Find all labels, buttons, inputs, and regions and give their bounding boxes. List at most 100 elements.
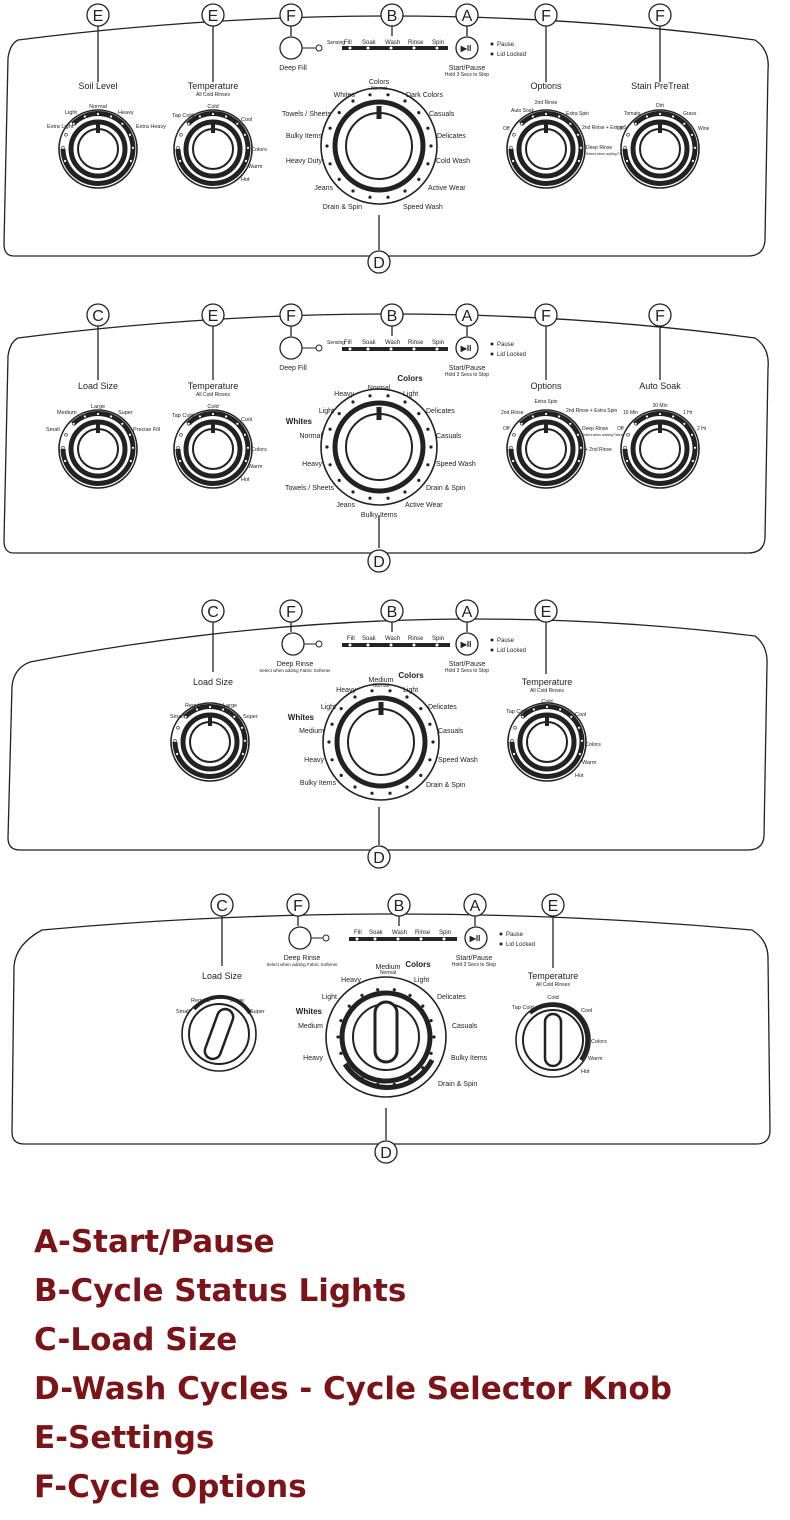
svg-text:Tomato: Tomato: [624, 111, 641, 117]
deep-fill-label: Deep Fill: [279, 65, 307, 72]
options-knob-2[interactable]: [507, 410, 585, 488]
panel-3: C F B A E D Deep Rinse Select when addin…: [7, 599, 768, 869]
knob-tick: [658, 112, 662, 116]
callout-a-start-4: A: [463, 893, 487, 917]
knob-tick: [243, 739, 247, 743]
cycle-knob-tick: [429, 445, 433, 449]
knob-tick: [131, 446, 135, 450]
knob-tick: [558, 707, 562, 712]
svg-text:A: A: [462, 604, 473, 621]
cycle-knob-tick: [408, 1077, 412, 1081]
start-pause-hint: Hold 3 Secs to Stop: [445, 72, 489, 78]
deep-fill-button-2[interactable]: [279, 336, 323, 360]
svg-text:Colors: Colors: [369, 79, 390, 86]
cycle-selector-knob[interactable]: [335, 102, 423, 190]
svg-text:Soak: Soak: [362, 340, 377, 346]
cycle-status-lights-2: Sensing Fill Soak Wash Rinse Spin: [327, 340, 448, 351]
cycle-knob-tick: [353, 695, 357, 699]
load-size-knob-4[interactable]: [181, 994, 257, 1072]
pause-indicator: Pause: [497, 42, 515, 48]
svg-text:Drain & Spin: Drain & Spin: [438, 1081, 477, 1088]
knob-tick: [509, 146, 513, 150]
svg-text:Medium: Medium: [376, 964, 401, 971]
temperature-knob-4[interactable]: [515, 1002, 591, 1078]
svg-text:Soak: Soak: [369, 930, 384, 936]
svg-text:Hold 3 Secs to Stop: Hold 3 Secs to Stop: [452, 962, 496, 968]
cycle-selector-knob-4[interactable]: [325, 976, 447, 1098]
knob-tick: [246, 446, 250, 450]
svg-text:F: F: [293, 898, 303, 915]
svg-text:Cold Wash: Cold Wash: [436, 158, 470, 165]
knob-tick: [693, 446, 697, 450]
knob-tick: [520, 715, 525, 719]
knob-tick: [577, 159, 581, 163]
stain-pretreat-knob[interactable]: [621, 110, 699, 188]
knob-tick: [509, 446, 513, 450]
start-pause-button-2[interactable]: [455, 336, 479, 360]
cycle-knob-tick: [327, 740, 331, 744]
cycle-knob-tick: [421, 1066, 425, 1070]
svg-text:2nd Rinse + Extra Spin: 2nd Rinse + Extra Spin: [566, 408, 617, 414]
cycle-knob-tick: [337, 177, 341, 181]
svg-text:D: D: [380, 1145, 392, 1162]
deep-rinse-button-3[interactable]: [281, 632, 323, 656]
start-pause-button-3[interactable]: [455, 632, 479, 656]
svg-text:B: B: [387, 8, 398, 25]
load-size-title-2: Load Size: [78, 381, 118, 391]
load-size-knob-2[interactable]: [59, 410, 137, 488]
callout-d-cycles-2: D: [367, 549, 391, 573]
deep-rinse-button-4[interactable]: [288, 926, 330, 950]
knob-tick: [240, 726, 244, 730]
soil-level-knob[interactable]: [59, 110, 137, 188]
knob-tick: [626, 433, 630, 437]
callout-e-temperature-4: E: [541, 893, 565, 917]
svg-text:Speed Wash: Speed Wash: [436, 461, 476, 468]
cycle-knob-tick: [337, 478, 341, 482]
callout-e-temperature-3: E: [534, 599, 558, 623]
svg-text:Medium: Medium: [298, 1023, 323, 1030]
svg-text:Light: Light: [403, 391, 418, 398]
knob-tick: [545, 705, 549, 709]
svg-text:B: B: [394, 898, 405, 915]
cycle-knob-tick: [419, 707, 423, 711]
svg-text:Medium: Medium: [299, 728, 324, 735]
svg-text:Warm: Warm: [248, 464, 263, 470]
start-pause-button[interactable]: [455, 36, 479, 60]
cycle-knob-tick: [351, 99, 355, 103]
knob-tick: [577, 459, 581, 463]
cycle-knob-tick: [426, 463, 430, 467]
svg-text:Delicates: Delicates: [428, 704, 457, 711]
svg-text:Soak: Soak: [362, 636, 377, 642]
legend-item-b: B-Cycle Status Lights: [34, 1273, 407, 1309]
svg-text:Hot: Hot: [575, 773, 584, 779]
svg-text:Delicates: Delicates: [437, 133, 466, 140]
cycle-selector-knob-3[interactable]: [337, 698, 425, 786]
svg-text:F: F: [541, 308, 551, 325]
svg-text:Drain & Spin: Drain & Spin: [323, 204, 362, 211]
svg-text:Deep Rinse: Deep Rinse: [586, 145, 612, 151]
knob-tick: [63, 459, 67, 463]
auto-soak-knob-2[interactable]: [621, 410, 699, 488]
svg-text:D: D: [373, 850, 385, 867]
knob-tick: [671, 114, 675, 119]
knob-tick: [235, 122, 240, 126]
start-pause-button-4[interactable]: [464, 926, 488, 950]
svg-text:Cold: Cold: [541, 699, 552, 705]
svg-text:Start/Pause: Start/Pause: [456, 955, 493, 962]
deep-fill-button[interactable]: [279, 36, 323, 60]
callout-a-start: A: [455, 3, 479, 27]
panel-2: C E F B A F F D Deep Fill Sensing Fill S…: [3, 303, 769, 573]
cycle-knob-tick: [368, 93, 372, 97]
options-knob-1[interactable]: [507, 110, 585, 188]
cycle-selector-knob-2[interactable]: [335, 403, 423, 491]
knob-tick: [691, 459, 695, 463]
svg-text:Cool: Cool: [581, 1008, 592, 1014]
svg-text:Hot: Hot: [241, 177, 250, 183]
knob-tick: [120, 122, 125, 126]
cycle-knob-tick: [386, 93, 390, 97]
svg-text:Jeans: Jeans: [336, 502, 355, 509]
svg-text:Light: Light: [319, 408, 334, 415]
cycle-knob-tick: [351, 490, 355, 494]
knob-tick: [71, 422, 76, 426]
knob-tick: [198, 114, 202, 119]
